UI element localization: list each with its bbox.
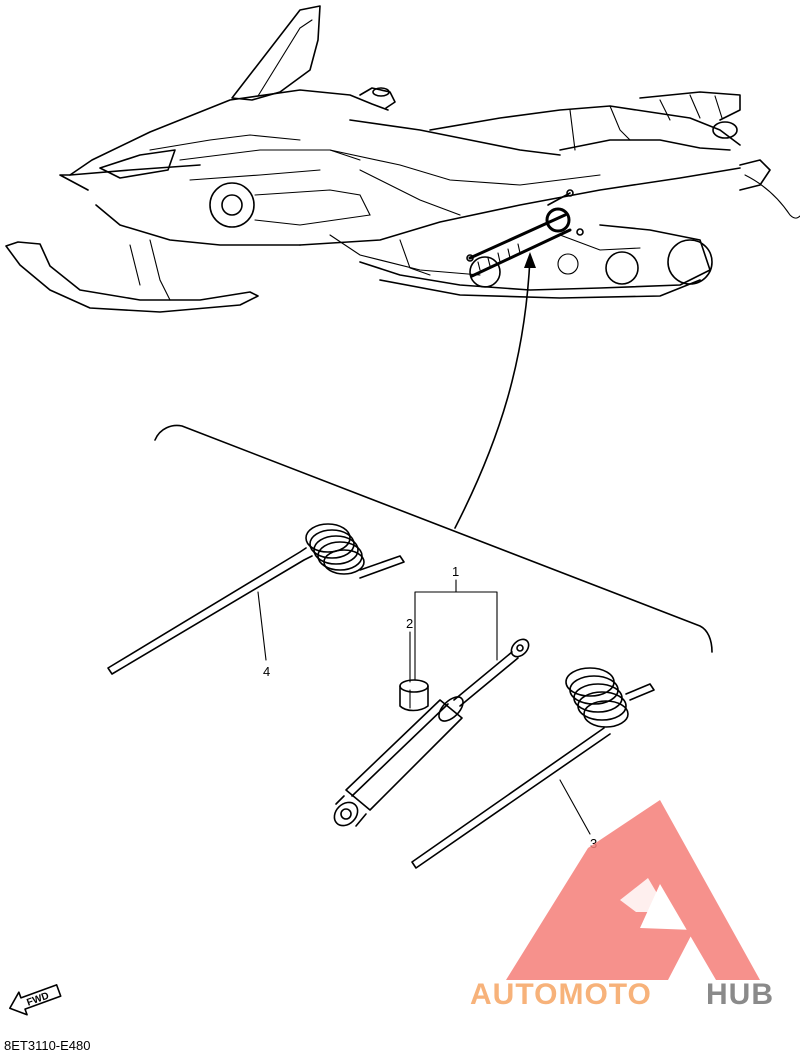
diagram-code: 8ET3110-E480 [4,1038,91,1053]
part-2-stopper-collar [399,679,429,712]
svg-text:FWD: FWD [25,991,50,1009]
detail-pointer-arrow [454,252,536,529]
callout-2: 2 [406,616,413,631]
leader-lines [257,579,591,835]
part-4-torsion-spring-left [107,523,405,675]
snowmobile-illustration [5,5,800,313]
detail-frame-line [154,424,713,653]
part-1-shock-absorber [333,638,530,827]
logo-text-hub: HUB [706,978,774,1011]
fwd-direction-arrow-icon: FWD [9,984,62,1016]
callout-4: 4 [263,664,270,679]
logo-text-automoto: AUTOMOTO [470,978,652,1011]
part-3-torsion-spring-right [411,667,655,869]
callout-3: 3 [590,836,597,851]
callout-1: 1 [452,564,459,579]
automotohub-logo: AUTOMOTO HUB [470,800,774,1011]
